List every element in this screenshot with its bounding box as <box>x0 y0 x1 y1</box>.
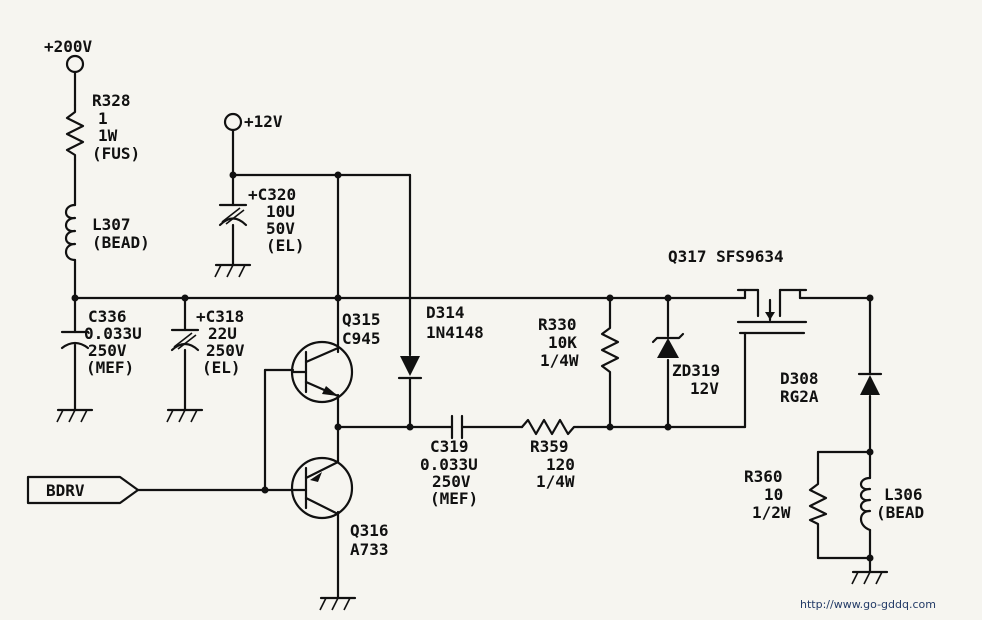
ground-icon <box>319 596 357 611</box>
r330-power: 1/4W <box>540 351 579 370</box>
r328-value: 1 <box>98 109 108 128</box>
c320-voltage: 50V <box>266 219 295 238</box>
d308-diode <box>857 372 883 395</box>
l306-ref: L306 <box>884 485 923 504</box>
c320-ref: +C320 <box>248 185 296 204</box>
source-watermark: http://www.go-gddq.com <box>800 598 936 611</box>
c336-voltage: 250V <box>88 341 127 360</box>
q317-label: Q317 SFS9634 <box>668 247 784 266</box>
c319-ref: C319 <box>430 437 469 456</box>
c319-value: 0.033U <box>420 455 478 474</box>
r328-resistor <box>65 103 85 162</box>
c320-capacitor <box>218 203 248 227</box>
zd319-zener-diode <box>651 332 685 358</box>
c319-voltage: 250V <box>432 472 471 491</box>
component-labels: +200V +12V R328 1 1W (FUS) L307 (BEAD) +… <box>44 37 936 611</box>
bdrv-input-tag <box>26 475 140 505</box>
v200-label: +200V <box>44 37 93 56</box>
c336-value: 0.033U <box>84 324 142 343</box>
r359-value: 120 <box>546 455 575 474</box>
supply-200v-terminal <box>65 54 85 74</box>
q315-transistor <box>290 340 354 404</box>
d314-diode <box>397 356 423 380</box>
junction-dots <box>71 171 874 562</box>
r359-power: 1/4W <box>536 472 575 491</box>
ground-icon <box>166 408 204 423</box>
c318-value: 22U <box>208 324 237 343</box>
r359-ref: R359 <box>530 437 569 456</box>
q317-mosfet <box>736 288 808 340</box>
ground-symbols <box>56 263 889 611</box>
c336-ref: C336 <box>88 307 127 326</box>
d314-ref: D314 <box>426 303 465 322</box>
r360-ref: R360 <box>744 467 783 486</box>
c319-type: (MEF) <box>430 489 478 508</box>
r328-power: 1W <box>98 126 118 145</box>
l307-inductor <box>64 203 77 262</box>
d308-part: RG2A <box>780 387 819 406</box>
r360-value: 10 <box>764 485 783 504</box>
r360-power: 1/2W <box>752 503 791 522</box>
c318-capacitor <box>170 328 200 352</box>
r359-resistor <box>520 418 580 436</box>
zd319-ref: ZD319 <box>672 361 720 380</box>
c336-type: (MEF) <box>86 358 134 377</box>
c320-value: 10U <box>266 202 295 221</box>
q316-part: A733 <box>350 540 389 559</box>
c320-type: (EL) <box>266 236 305 255</box>
ground-icon <box>56 408 94 423</box>
r330-ref: R330 <box>538 315 577 334</box>
bdrv-label: BDRV <box>46 481 85 500</box>
q315-ref: Q315 <box>342 310 381 329</box>
r360-resistor <box>808 476 828 530</box>
c318-type: (EL) <box>202 358 241 377</box>
l306-inductor <box>859 476 872 532</box>
r328-type: (FUS) <box>92 144 140 163</box>
l307-ref: L307 <box>92 215 131 234</box>
v12-label: +12V <box>244 112 283 131</box>
c336-capacitor <box>60 330 90 350</box>
q315-part: C945 <box>342 329 381 348</box>
r330-value: 10K <box>548 333 577 352</box>
d314-part: 1N4148 <box>426 323 484 342</box>
c318-voltage: 250V <box>206 341 245 360</box>
ground-icon <box>214 263 252 278</box>
l307-type: (BEAD) <box>92 233 150 252</box>
l306-type: (BEAD <box>876 503 924 522</box>
r328-ref: R328 <box>92 91 131 110</box>
q316-transistor <box>290 456 354 520</box>
ground-icon <box>851 570 889 585</box>
q316-ref: Q316 <box>350 521 389 540</box>
zd319-voltage: 12V <box>690 379 719 398</box>
d308-ref: D308 <box>780 369 819 388</box>
c318-ref: +C318 <box>196 307 244 326</box>
c319-capacitor <box>450 414 464 440</box>
supply-12v-terminal <box>223 112 243 132</box>
r330-resistor <box>600 320 620 380</box>
